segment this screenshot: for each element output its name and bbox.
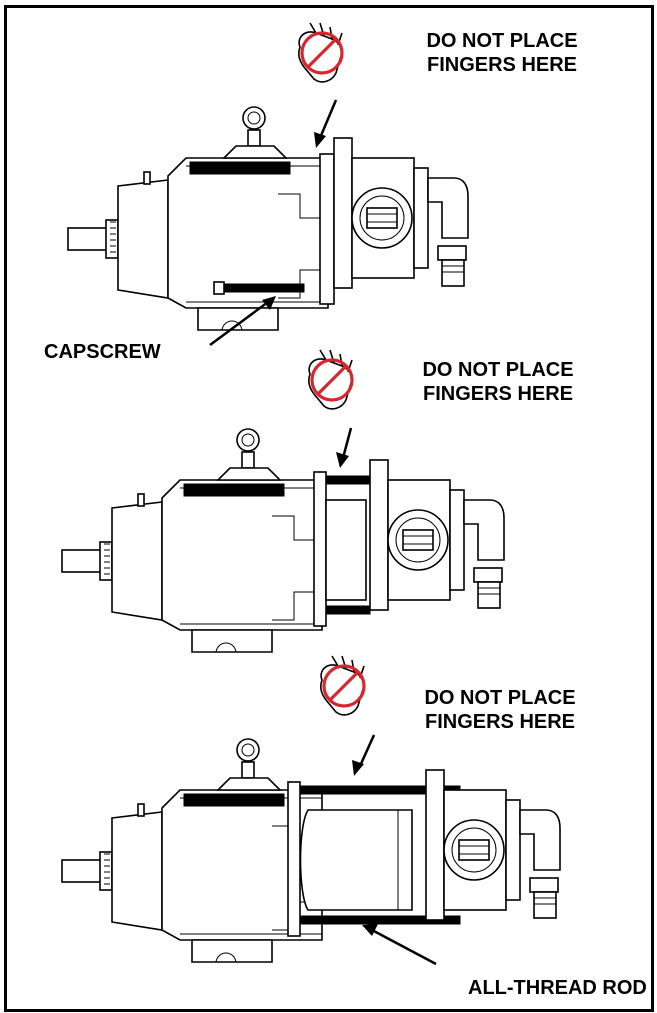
step3-assembly (61, 654, 561, 966)
figure-frame (4, 5, 654, 1012)
capscrew-head (213, 281, 225, 295)
warning-arrow (358, 734, 376, 767)
warning-line1: DO NOT PLACE (422, 359, 574, 381)
no-hand-icon (319, 654, 366, 717)
warning-line1: DO NOT PLACE (424, 687, 576, 709)
warning-line2: FINGERS HERE (426, 53, 578, 76)
step2-assembly (61, 348, 505, 653)
warning-line2: FINGERS HERE (424, 710, 576, 733)
warning-line1: DO NOT PLACE (426, 30, 578, 52)
warning-arrow (341, 427, 353, 459)
warning-text-step3: DO NOT PLACE FINGERS HERE (400, 687, 600, 734)
capscrew-thread (223, 283, 305, 293)
capscrew-label: CAPSCREW (44, 341, 161, 363)
no-hand-icon (297, 21, 344, 84)
capscrew-arrow (209, 300, 269, 347)
all-thread-rod-label: ALL-THREAD ROD (468, 977, 647, 999)
step1-assembly (67, 21, 469, 347)
all-thread-rod-bottom (299, 915, 461, 925)
rod-arrow (371, 928, 437, 966)
warning-text-step2: DO NOT PLACE FINGERS HERE (398, 359, 598, 406)
warning-arrow (318, 99, 338, 139)
warning-text-step1: DO NOT PLACE FINGERS HERE (402, 30, 602, 77)
no-hand-icon (307, 348, 354, 411)
warning-line2: FINGERS HERE (422, 382, 574, 405)
